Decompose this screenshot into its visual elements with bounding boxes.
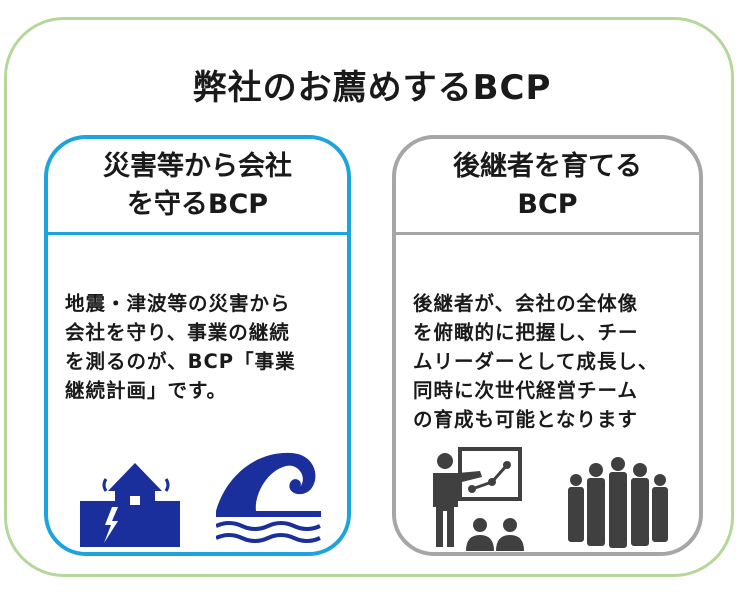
body-line: の育成も可能となります xyxy=(413,408,638,431)
body-line: 後継者が、会社の全体像 xyxy=(413,292,639,315)
body-line: を測るのが、BCP「事業 xyxy=(65,350,296,373)
body-line: 地震・津波等の災害から xyxy=(65,292,291,315)
earthquake-house-icon xyxy=(80,463,180,547)
heading-line: 後継者を育てる xyxy=(453,150,642,182)
heading-line: 災害等から会社 xyxy=(103,150,292,182)
heading-line: BCP xyxy=(517,188,578,220)
outer-frame xyxy=(4,17,734,577)
card-disaster-bcp: 災害等から会社 を守るBCP 地震・津波等の災害から 会社を守り、事業の継続 を… xyxy=(44,135,351,556)
body-line: ムリーダーとして成長し、 xyxy=(413,350,659,373)
card-body: 地震・津波等の災害から 会社を守り、事業の継続 を測るのが、BCP「事業 継続計… xyxy=(65,289,337,405)
heading-line: を守るBCP xyxy=(126,188,269,220)
body-line: 会社を守り、事業の継続 xyxy=(65,321,290,344)
page-title: 弊社のお薦めするBCP xyxy=(192,68,552,108)
presentation-icon xyxy=(433,447,524,551)
card-heading: 災害等から会社 を守るBCP xyxy=(48,139,347,235)
card-body: 後継者が、会社の全体像 を俯瞰的に把握し、チー ムリーダーとして成長し、 同時に… xyxy=(413,289,689,434)
business-team-icon xyxy=(568,457,668,548)
tsunami-wave-icon xyxy=(216,452,321,543)
card-heading: 後継者を育てる BCP xyxy=(396,139,699,235)
body-line: を俯瞰的に把握し、チー xyxy=(413,321,639,344)
body-line: 同時に次世代経営チーム xyxy=(413,379,638,402)
body-line: 継続計画」です。 xyxy=(65,379,228,402)
card-successor-bcp: 後継者を育てる BCP 後継者が、会社の全体像 を俯瞰的に把握し、チー ムリーダ… xyxy=(392,135,703,556)
